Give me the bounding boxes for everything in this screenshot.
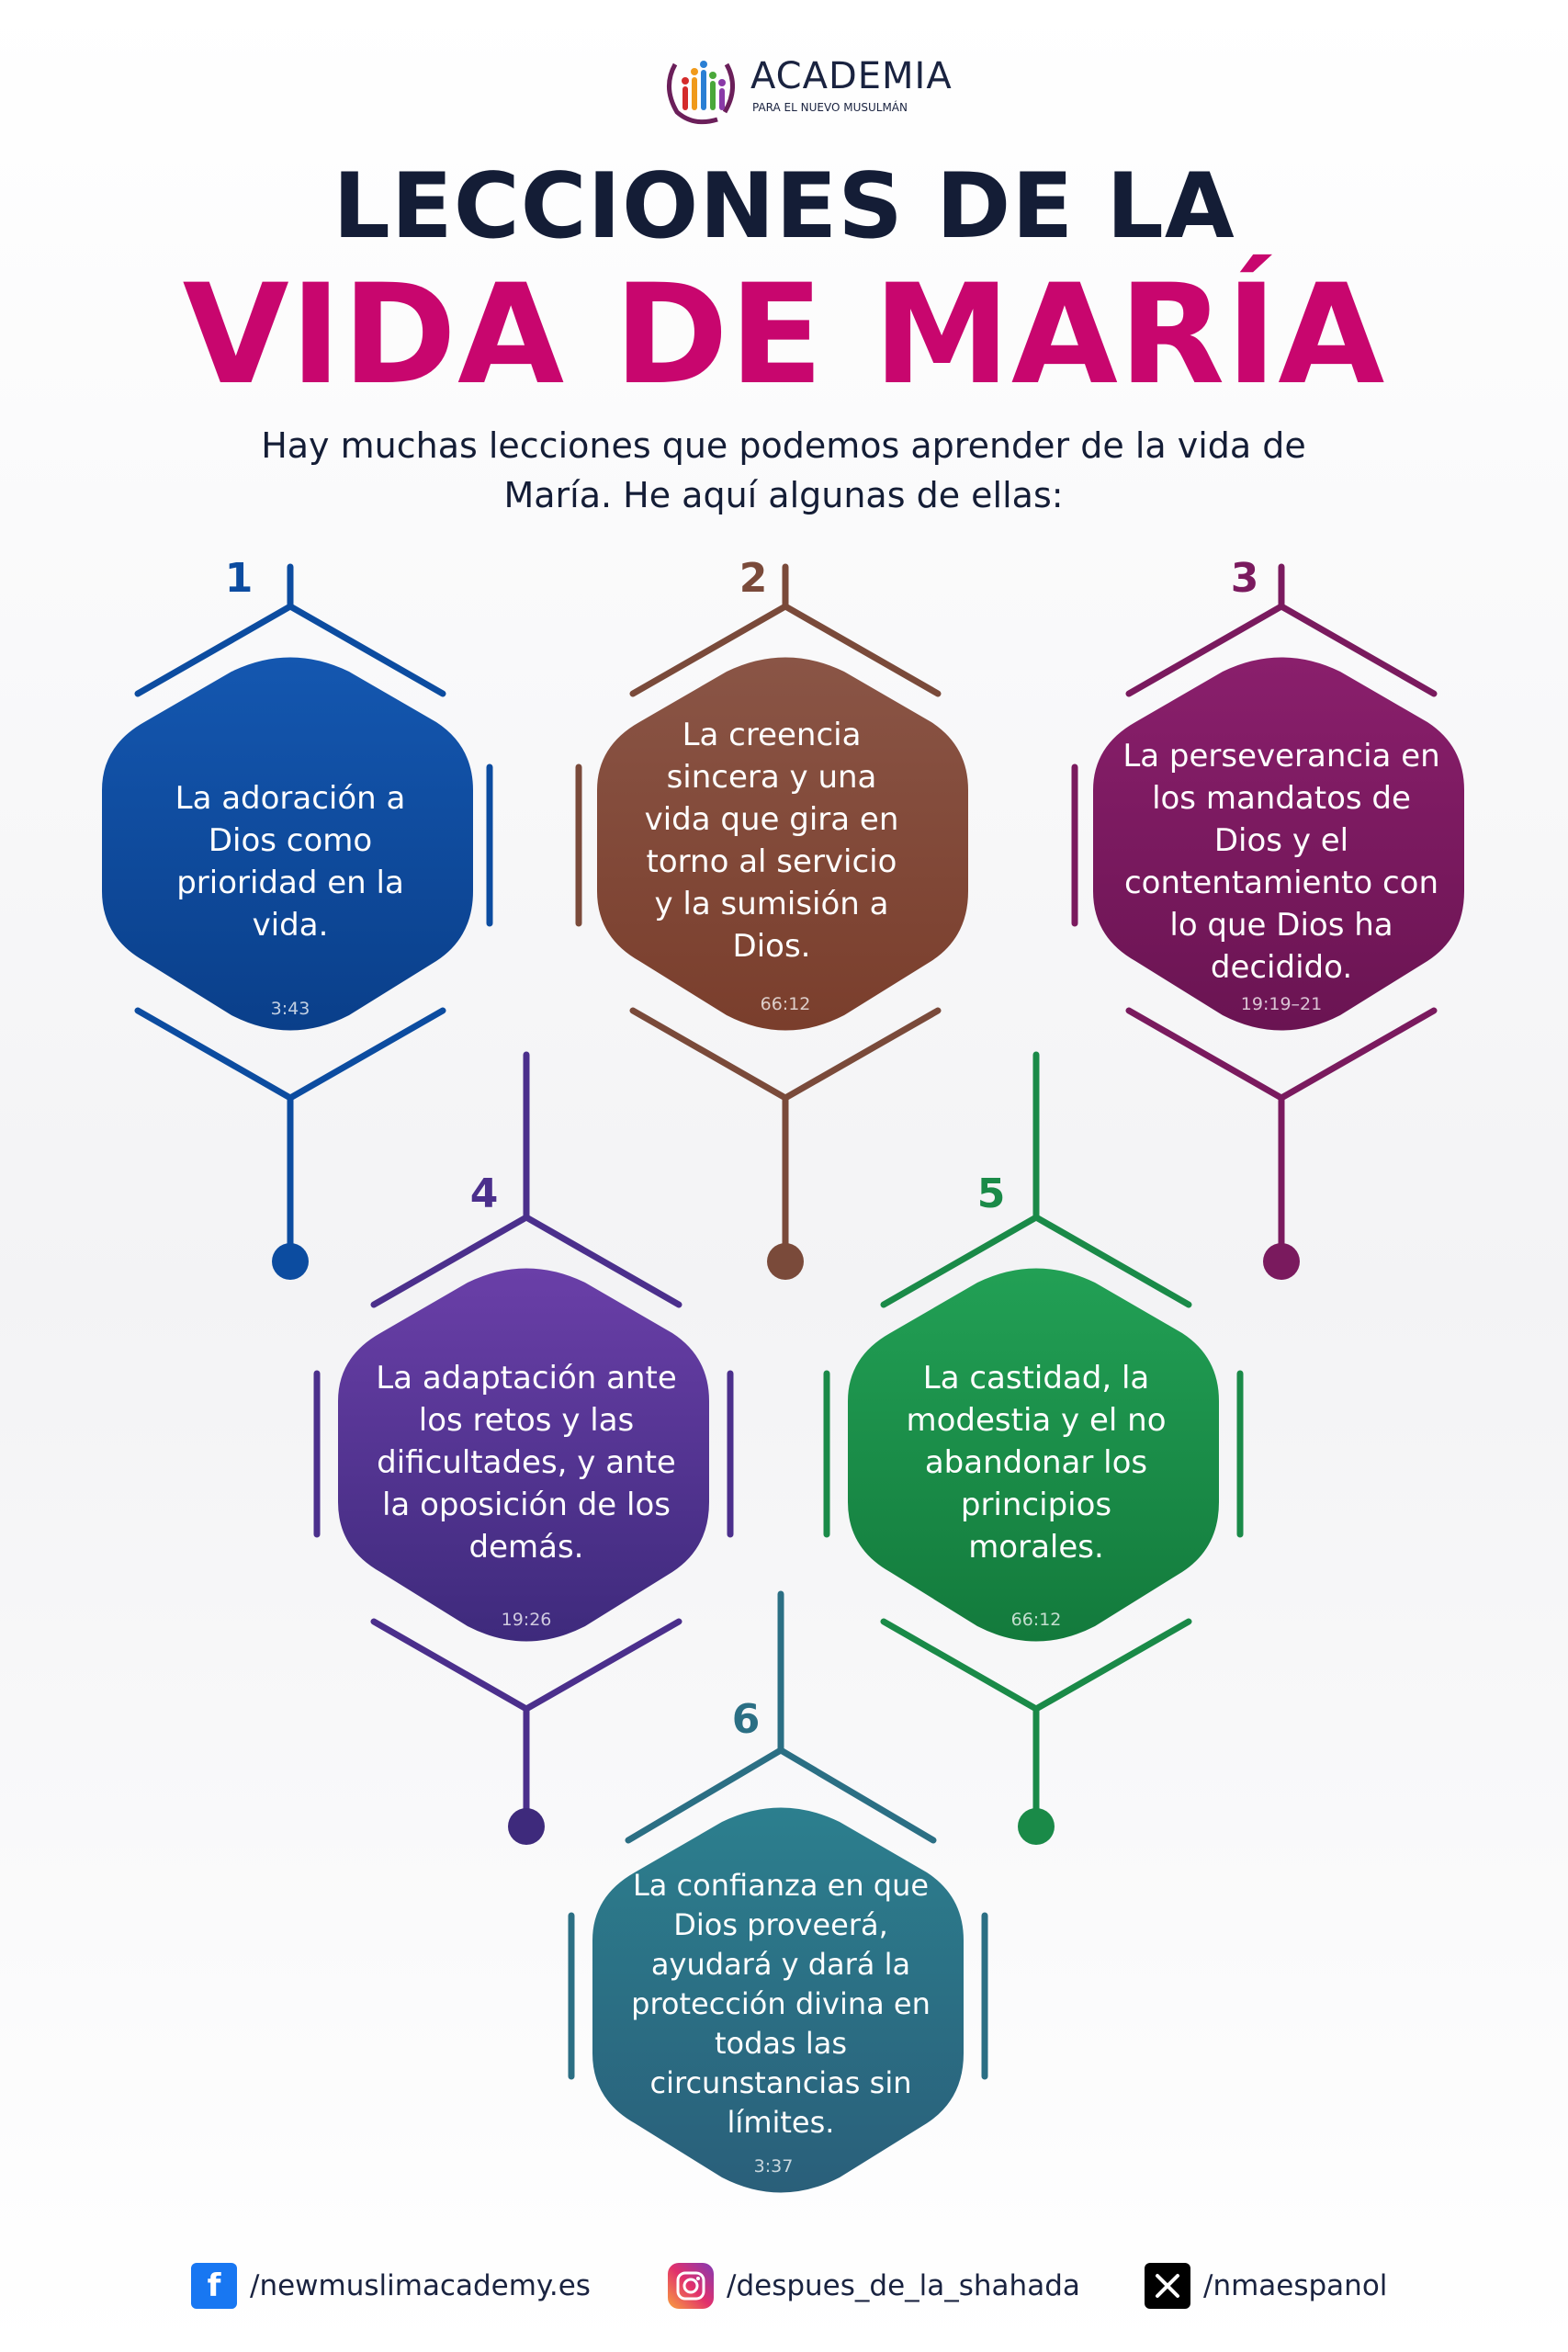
lesson-2-endpoint <box>767 1243 804 1280</box>
lesson-5-reference: 66:12 <box>1010 1610 1062 1630</box>
brand-tagline: PARA EL NUEVO MUSULMÁN <box>752 101 908 114</box>
lesson-6-text: La confianza en que Dios proveerá, ayuda… <box>631 1868 931 2140</box>
lesson-4-number: 4 <box>469 1170 499 1217</box>
lesson-4-graphic <box>313 1051 734 1818</box>
lesson-3-reference: 19:19–21 <box>1240 994 1323 1014</box>
lesson-6-number: 6 <box>731 1696 761 1743</box>
lesson-4-hexagon <box>338 1268 709 1642</box>
x-link[interactable]: /nmaespanol <box>1145 2258 1387 2313</box>
facebook-link[interactable]: f /newmuslimacademy.es <box>191 2258 591 2313</box>
instagram-link[interactable]: /despues_de_la_shahada <box>668 2258 1080 2313</box>
lesson-1-reference: 3:43 <box>270 999 310 1019</box>
lesson-2-reference: 66:12 <box>760 994 811 1014</box>
page-title-line2: VIDA DE MARÍA <box>182 255 1386 415</box>
lesson-1-number: 1 <box>224 555 254 602</box>
instagram-handle: /despues_de_la_shahada <box>727 2269 1080 2302</box>
intro-text: Hay muchas lecciones que podemos aprende… <box>261 425 1306 515</box>
lesson-5-graphic <box>823 1051 1244 1818</box>
lesson-4-reference: 19:26 <box>501 1610 552 1630</box>
lesson-3-number: 3 <box>1230 555 1259 602</box>
lesson-6-reference: 3:37 <box>753 2156 794 2177</box>
x-handle: /nmaespanol <box>1203 2269 1388 2302</box>
lesson-3-hexagon <box>1093 657 1464 1031</box>
lesson-2-text: La creencia sincera y una vida que gira … <box>644 717 899 965</box>
instagram-icon <box>668 2263 714 2309</box>
facebook-handle: /newmuslimacademy.es <box>250 2269 591 2302</box>
academy-logo: ACADEMIA PARA EL NUEVO MUSULMÁN <box>657 46 952 129</box>
academy-logo-icon <box>667 61 735 125</box>
x-icon <box>1145 2263 1190 2309</box>
lesson-1-text: La adoración a Dios como prioridad en la… <box>175 780 406 944</box>
lesson-5-endpoint <box>1018 1808 1055 1845</box>
lesson-2-hexagon <box>597 657 968 1031</box>
lesson-5-hexagon <box>848 1268 1219 1642</box>
page-title-line1: LECCIONES DE LA <box>333 154 1235 259</box>
lesson-4-text: La adaptación ante los retos y las dific… <box>376 1360 677 1566</box>
lesson-3-text: La perseverancia en los mandatos de Dios… <box>1122 738 1440 986</box>
lesson-6-hexagon <box>592 1807 964 2193</box>
lesson-1-hexagon <box>102 657 473 1031</box>
lesson-6-graphic <box>568 1590 988 2080</box>
lesson-1-graphic <box>134 563 493 1253</box>
lesson-2-number: 2 <box>739 555 768 602</box>
brand-name: ACADEMIA <box>750 55 953 97</box>
lesson-4-endpoint <box>508 1808 545 1845</box>
lesson-2-graphic <box>575 563 942 1253</box>
lesson-3-graphic <box>1071 563 1438 1253</box>
facebook-icon: f <box>191 2263 237 2309</box>
lesson-5-text: La castidad, la modestia y el no abandon… <box>906 1360 1167 1566</box>
lesson-5-number: 5 <box>976 1170 1006 1217</box>
lesson-1-endpoint <box>272 1243 309 1280</box>
lesson-3-endpoint <box>1263 1243 1300 1280</box>
